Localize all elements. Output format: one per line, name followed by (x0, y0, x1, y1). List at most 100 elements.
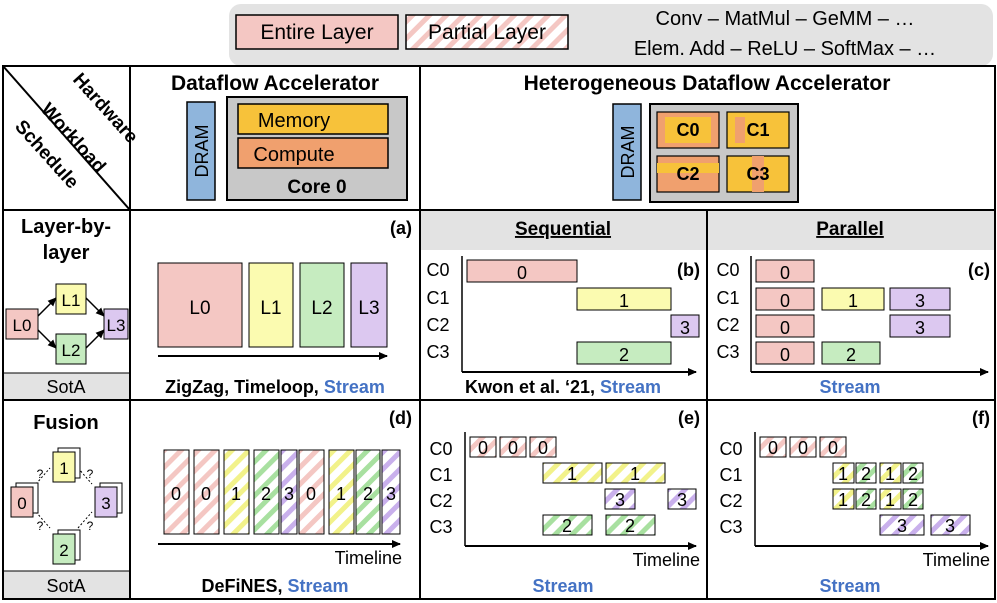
bar-e-c1-2 (605, 462, 666, 484)
bar-f-c2-4 (902, 488, 924, 510)
bar-e-c0-2 (499, 436, 527, 458)
graph-node-l3: L3 (107, 316, 126, 335)
bar-d-9 (381, 449, 401, 535)
bar-e-c3-1 (542, 514, 593, 536)
compute-label: Compute (253, 144, 334, 166)
panel-f-core-c0: C0 (719, 439, 742, 459)
legend-partial-swatch (405, 14, 569, 50)
panel-e-tag: (e) (678, 408, 700, 428)
panel-c-core-c0: C0 (716, 260, 739, 280)
fusion-node-0: 0 (17, 494, 26, 513)
bar-f-c2-4-label: 2 (908, 490, 918, 510)
panel-f: (f) C0 C1 C2 C3 0 0 0 1 2 1 2 1 2 1 2 3 … (719, 408, 990, 596)
panel-b-caption-stream: Stream (600, 377, 661, 397)
bar-a-l1-label: L1 (260, 298, 281, 319)
bar-a-l2 (299, 262, 345, 348)
dataflow-title: Dataflow Accelerator (171, 72, 379, 95)
bar-a-l0 (157, 262, 243, 348)
bar-f-c2-2-label: 2 (861, 490, 871, 510)
bar-d-4 (253, 449, 280, 535)
core-c3-label: C3 (746, 164, 769, 184)
panel-a-caption-stream: Stream (324, 377, 385, 397)
core0-label: Core 0 (287, 177, 346, 198)
edge-mark-1: ? (37, 467, 44, 481)
fusion-sota-label: SotA (46, 576, 85, 596)
panel-b-core-c3: C3 (426, 342, 449, 362)
bar-f-c1-3 (879, 462, 902, 484)
panel-d: (d) 0 0 1 2 3 0 1 2 3 Timeline DeFiNES, … (158, 408, 412, 596)
panel-f-timeline: Timeline (923, 550, 990, 570)
panel-a-caption-plain: ZigZag, Timeloop, (165, 377, 324, 397)
layer-by-layer-title-2: layer (43, 242, 90, 264)
panel-f-caption: Stream (819, 576, 880, 596)
bar-e-c2-2-label: 3 (677, 490, 687, 510)
bar-e-c1-1-label: 1 (567, 464, 577, 484)
compute-block (237, 137, 389, 169)
bar-e-c0-1 (469, 436, 497, 458)
fusion-node-1: 1 (59, 459, 68, 478)
bar-f-c3-1-label: 3 (897, 516, 907, 536)
bar-c-c3-b (821, 341, 881, 365)
fusion-node-3: 3 (101, 494, 110, 513)
bar-b-c3 (576, 341, 672, 365)
bar-f-c2-1 (832, 488, 855, 510)
parallel-header: Parallel (816, 219, 884, 240)
panel-e-caption: Stream (532, 576, 593, 596)
bar-f-c0-2 (789, 436, 817, 458)
bar-b-c1-label: 1 (619, 291, 629, 311)
bar-c-c2-a-label: 0 (780, 318, 790, 338)
bar-d-4-label: 2 (261, 484, 271, 504)
bar-f-c1-1-label: 1 (838, 464, 848, 484)
panel-c-core-c1: C1 (716, 288, 739, 308)
sota-row1-bg (3, 373, 130, 400)
bar-d-7 (328, 449, 355, 535)
fusion-workload: Fusion ? ? ? ? 0 1 2 3 SotA (10, 412, 123, 596)
panel-c-caption: Stream (819, 377, 880, 397)
bar-e-c1-1 (542, 462, 603, 484)
panel-b-core-c2: C2 (426, 315, 449, 335)
bar-c-c0-label: 0 (780, 263, 790, 283)
panel-f-tag: (f) (972, 408, 990, 428)
bar-e-c3-2 (605, 514, 656, 536)
bar-e-c0-3-label: 0 (538, 438, 548, 458)
bar-f-c2-2 (855, 488, 877, 510)
panel-b: (b) C0 C1 C2 C3 0 1 3 2 Kwon et al. ‘21,… (426, 256, 700, 397)
bar-c-c0 (755, 259, 815, 283)
bar-c-c3-a-label: 0 (780, 345, 790, 365)
panel-a-tag: (a) (390, 218, 412, 238)
bar-e-c3-2-label: 2 (625, 516, 635, 536)
panel-f-core-c1: C1 (719, 465, 742, 485)
bar-c-c1-a (755, 287, 815, 311)
bar-d-6-label: 0 (306, 484, 316, 504)
dram-label: DRAM (192, 125, 212, 178)
bar-e-c2-2 (667, 488, 697, 510)
bar-f-c2-1-label: 1 (838, 490, 848, 510)
fusion-node-2: 2 (59, 541, 68, 560)
bar-a-l3-label: L3 (358, 298, 379, 319)
bar-e-c0-3 (529, 436, 557, 458)
panel-b-core-c1: C1 (426, 288, 449, 308)
heterogeneous-accelerator-header: Heterogeneous Dataflow Accelerator DRAM … (515, 72, 890, 240)
bar-f-c0-3 (819, 436, 847, 458)
panel-a: (a) L0 L1 L2 L3 ZigZag, Timeloop, Stream (157, 218, 412, 397)
bar-c-c1-c-label: 3 (915, 291, 925, 311)
bar-d-9-label: 3 (386, 484, 396, 504)
legend-ops-line1: Conv – MatMul – GeMM – … (656, 8, 915, 30)
bar-e-c0-2-label: 0 (508, 438, 518, 458)
bar-d-8 (355, 449, 381, 535)
bar-f-c1-1 (832, 462, 855, 484)
bar-e-c1-2-label: 1 (630, 464, 640, 484)
panel-c-core-c2: C2 (716, 315, 739, 335)
bar-a-l1 (248, 262, 294, 348)
bar-d-8-label: 2 (363, 484, 373, 504)
panel-e-core-c2: C2 (429, 491, 452, 511)
panel-b-tag: (b) (677, 260, 700, 280)
bar-d-6 (298, 449, 325, 535)
bar-e-c0-1-label: 0 (478, 438, 488, 458)
edge-mark-4: ? (87, 519, 94, 533)
graph-node-l1: L1 (62, 291, 81, 310)
bar-a-l3 (350, 262, 388, 348)
bar-e-c2-1-label: 3 (615, 490, 625, 510)
panel-b-caption-plain: Kwon et al. ‘21, (465, 377, 600, 397)
